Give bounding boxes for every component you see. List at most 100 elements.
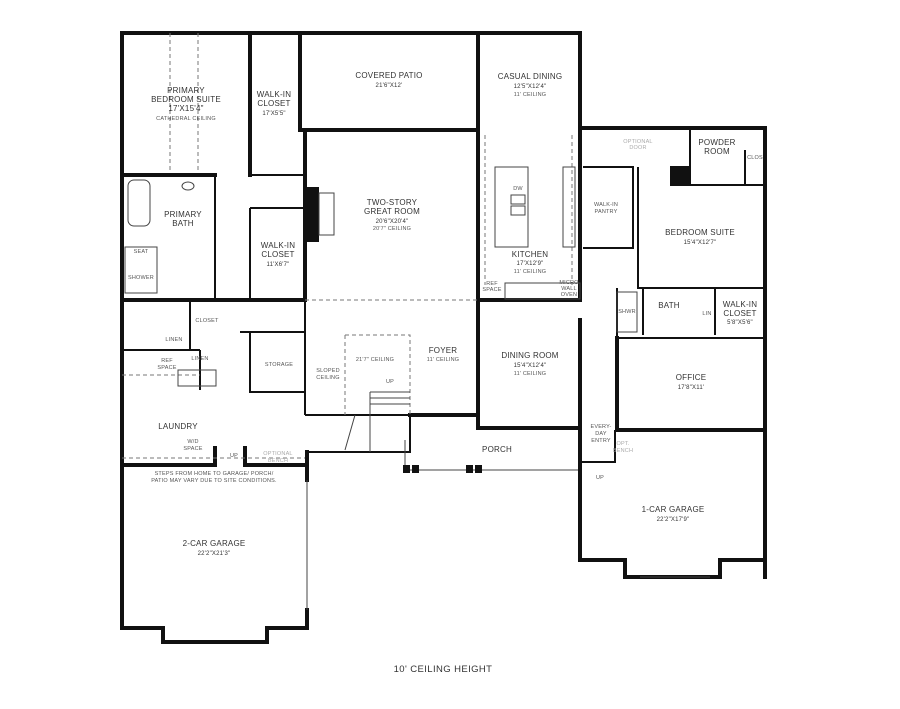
washer-dryer-label: SPACE [183, 446, 202, 452]
room-name: BEDROOM SUITE [665, 228, 735, 237]
stair-ceiling-label: 21'7" CEILING [356, 357, 394, 363]
room-name: GREAT ROOM [364, 207, 420, 216]
room-name: ROOM [704, 147, 730, 156]
seat-shower: SEAT SHOWER [128, 249, 154, 281]
room-note: 20'7" CEILING [373, 226, 411, 232]
bench-label: BENCH [613, 448, 633, 454]
bench-label: BENCH [268, 458, 288, 464]
room-size: 17'8"X11' [678, 385, 704, 391]
entry-label: ENTRY [591, 438, 611, 444]
ref-label: REF [161, 358, 173, 364]
room-size: 17'X5'5" [262, 111, 285, 117]
room-note: 11' CEILING [514, 269, 547, 275]
steps-note: STEPS FROM HOME TO GARAGE/ PORCH/ PATIO … [151, 471, 277, 484]
room-size: 5'8"X5'6" [727, 320, 753, 326]
room-size: 20'6"X20'4" [376, 219, 409, 225]
room-name: BATH [658, 301, 680, 310]
room-name: LAUNDRY [158, 422, 198, 431]
room-great-room: TWO-STORY GREAT ROOM 20'6"X20'4" 20'7" C… [364, 198, 420, 232]
room-name: COVERED PATIO [355, 71, 422, 80]
room-size: 17'X15'4" [168, 104, 203, 113]
bench-label: OPTIONAL [263, 451, 292, 457]
room-labels: PRIMARY BEDROOM SUITE 17'X15'4" CATHEDRA… [128, 71, 763, 557]
oven-label: WALL [561, 286, 577, 292]
room-name: PRIMARY [167, 86, 205, 95]
room-note: 11' CEILING [514, 371, 547, 377]
entry-label: DAY [595, 431, 607, 437]
washer-dryer-label: W/D [187, 439, 198, 445]
note-text: STEPS FROM HOME TO GARAGE/ PORCH/ [155, 471, 274, 477]
room-note: CATHEDRAL CEILING [156, 116, 216, 122]
room-size: 17'X12'9" [517, 261, 544, 267]
room-size: 11'X6'7" [267, 262, 290, 268]
room-name: PRIMARY [164, 210, 202, 219]
room-bath: BATH SHWR LIN [618, 301, 711, 317]
ref-label: REF [486, 281, 498, 287]
room-primary-bedroom: PRIMARY BEDROOM SUITE 17'X15'4" CATHEDRA… [151, 86, 221, 122]
linen-label: LIN [702, 311, 711, 317]
note-text: PATIO MAY VARY DUE TO SITE CONDITIONS. [151, 478, 277, 484]
shower-label: SHOWER [128, 275, 154, 281]
up-label: UP [596, 475, 604, 481]
dishwasher-label: DW [513, 186, 523, 192]
room-walk-in-closet-3: WALK-IN CLOSET 5'8"X5'6" [723, 300, 757, 326]
room-name: TWO-STORY [367, 198, 418, 207]
room-name: DINING ROOM [501, 351, 558, 360]
room-name: CLOSET [257, 99, 290, 108]
room-name: WALK-IN [723, 300, 757, 309]
optional-door: OPTIONAL DOOR [623, 139, 652, 151]
room-note: 11' CEILING [427, 357, 460, 363]
up-label: UP [230, 453, 238, 459]
room-covered-patio: COVERED PATIO 21'6"X12' [355, 71, 422, 89]
room-name: POWDER [698, 138, 735, 147]
room-office: OFFICE 17'8"X11' [676, 373, 706, 391]
room-name: BATH [172, 219, 194, 228]
linen-label: LINEN [191, 356, 208, 362]
everyday-entry: EVERY- DAY ENTRY OPT. BENCH UP [590, 424, 633, 481]
room-name: CASUAL DINING [498, 72, 563, 81]
bench-label: OPT. [616, 441, 629, 447]
room-bedroom-suite: BEDROOM SUITE 15'4"X12'7" [665, 228, 735, 246]
closet-label: CLOS [747, 155, 763, 161]
room-name: CLOSET [723, 309, 756, 318]
room-name: PANTRY [594, 209, 617, 215]
room-walk-in-closet-2: WALK-IN CLOSET 11'X6'7" [261, 241, 295, 268]
room-powder: POWDER ROOM CLOS [698, 138, 763, 161]
room-name: WALK-IN [257, 90, 291, 99]
ref-label: SPACE [157, 365, 176, 371]
room-name: CLOSET [261, 250, 294, 259]
oven-label: MICRO [559, 280, 579, 286]
oven-label: OVEN [561, 292, 577, 298]
room-walk-in-pantry: WALK-IN PANTRY [594, 202, 618, 215]
room-size: 22'2"X21'3" [198, 551, 231, 557]
room-name: WALK-IN [594, 202, 618, 208]
room-casual-dining: CASUAL DINING 12'5"X12'4" 11' CEILING [498, 72, 563, 98]
ceiling-height-caption: 10' CEILING HEIGHT [394, 664, 493, 675]
room-size: 15'4"X12'7" [684, 240, 717, 246]
stair-up-label: UP [386, 379, 394, 385]
sloped-ceiling: SLOPED CEILING [316, 368, 339, 381]
room-size: 22'2"X17'9" [657, 517, 690, 523]
entry-label: EVERY- [590, 424, 611, 430]
room-name: KITCHEN [512, 250, 549, 259]
room-kitchen: KITCHEN 17'X12'9" 11' CEILING DW REF SPA… [482, 186, 579, 298]
sloped-ceiling-label: CEILING [316, 375, 339, 381]
room-foyer: FOYER 11' CEILING [427, 346, 460, 363]
room-name: 2-CAR GARAGE [183, 539, 246, 548]
shower-label: SHWR [618, 309, 636, 315]
walls [120, 31, 767, 644]
ref-label: SPACE [482, 287, 501, 293]
room-laundry: LAUNDRY REF SPACE W/D SPACE UP OPTIONAL … [157, 358, 292, 464]
room-porch: PORCH [482, 445, 512, 454]
seat-label: SEAT [134, 249, 149, 255]
room-walk-in-closet-1: WALK-IN CLOSET 17'X5'5" [257, 90, 291, 117]
optional-door-label: OPTIONAL [623, 139, 652, 145]
room-primary-bath: PRIMARY BATH [164, 210, 202, 228]
optional-door-label: DOOR [629, 145, 646, 151]
room-size: 15'4"X12'4" [514, 363, 547, 369]
room-dining: DINING ROOM 15'4"X12'4" 11' CEILING [501, 351, 558, 377]
room-size: 12'5"X12'4" [514, 84, 547, 90]
room-name: WALK-IN [261, 241, 295, 250]
room-note: 11' CEILING [514, 92, 547, 98]
